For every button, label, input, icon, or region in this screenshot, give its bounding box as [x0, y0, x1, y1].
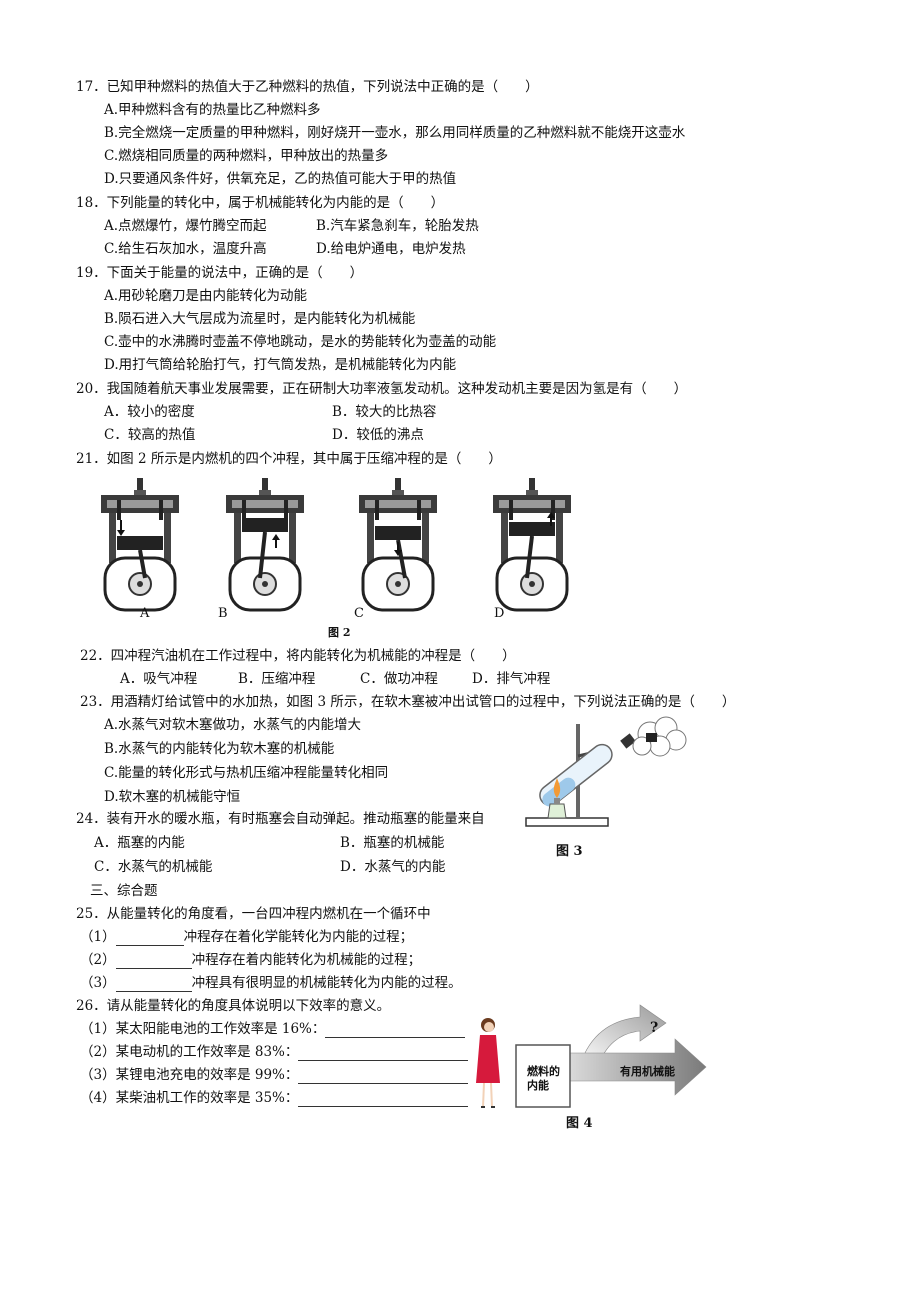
q18-option-d: D.给电炉通电，电炉发热	[316, 241, 466, 257]
q26-blank-3[interactable]	[298, 1069, 469, 1084]
q19-option-b: B.陨石进入大气层成为流星时，是内能转化为机械能	[104, 311, 416, 327]
q25-stem: 25．从能量转化的角度看，一台四冲程内燃机在一个循环中	[76, 906, 431, 922]
q22-option-a: A．吸气冲程	[120, 671, 198, 687]
q19-stem: 19．下面关于能量的说法中，正确的是（ ）	[76, 265, 364, 281]
q26-item-4: （4）某柴油机工作的效率是 35%：	[80, 1089, 469, 1107]
q18-option-b: B.汽车紧急刹车，轮胎发热	[316, 218, 479, 234]
q18-option-a: A.点燃爆竹，爆竹腾空而起	[104, 218, 267, 234]
q25-blank-2[interactable]	[115, 954, 192, 969]
section-3-heading: 三、综合题	[90, 883, 158, 899]
q17-option-d: D.只要通风条件好，供氧充足，乙的热值可能大于甲的热值	[104, 171, 457, 187]
q23-option-d: D.软木塞的机械能守恒	[104, 789, 241, 805]
q26-blank-4[interactable]	[298, 1092, 469, 1107]
q22-option-d: D．排气冲程	[472, 671, 551, 687]
engine-label-a: A	[140, 606, 150, 621]
girl-icon	[476, 1018, 500, 1108]
engine-b-icon	[224, 478, 306, 612]
q20-option-d: D．较低的沸点	[332, 427, 424, 443]
q19-option-a: A.用砂轮磨刀是由内能转化为动能	[104, 288, 308, 304]
q20-option-c: C．较高的热值	[104, 427, 196, 443]
q22-option-c: C．做功冲程	[360, 671, 438, 687]
engine-c-icon	[357, 478, 439, 612]
q20-option-a: A．较小的密度	[104, 404, 195, 420]
q17-stem: 17．已知甲种燃料的热值大于乙种燃料的热值，下列说法中正确的是（ ）	[76, 79, 539, 95]
q26-blank-2[interactable]	[298, 1046, 469, 1061]
q23-option-a: A.水蒸气对软木塞做功，水蒸气的内能增大	[104, 717, 362, 733]
q19-option-c: C.壶中的水沸腾时壶盖不停地跳动，是水的势能转化为壶盖的动能	[104, 334, 497, 350]
q24-option-a: A．瓶塞的内能	[94, 835, 185, 851]
q26-item-2: （2）某电动机的工作效率是 83%：	[80, 1043, 469, 1061]
q18-stem: 18．下列能量的转化中，属于机械能转化为内能的是（ ）	[76, 195, 445, 211]
q19-option-d: D.用打气筒给轮胎打气，打气筒发热，是机械能转化为内能	[104, 357, 457, 373]
q25-blank-3[interactable]	[115, 977, 192, 992]
q23-stem: 23．用酒精灯给试管中的水加热，如图 3 所示，在软木塞被冲出试管口的过程中，下…	[80, 694, 736, 710]
engine-a-icon	[99, 478, 181, 612]
engine-label-d: D	[494, 606, 505, 621]
q17-option-b: B.完全燃烧一定质量的甲种燃料，刚好烧开一壶水，那么用同样质量的乙种燃料就不能烧…	[104, 125, 686, 141]
q18-option-c: C.给生石灰加水，温度升高	[104, 241, 267, 257]
useful-energy-label: 有用机械能	[620, 1065, 675, 1078]
q24-option-d: D．水蒸气的内能	[340, 859, 446, 875]
q24-option-c: C．水蒸气的机械能	[94, 859, 213, 875]
q23-option-c: C.能量的转化形式与热机压缩冲程能量转化相同	[104, 765, 389, 781]
engine-label-b: B	[218, 606, 228, 621]
q26-item-3: （3）某锂电池充电的效率是 99%：	[80, 1066, 469, 1084]
q25-item-3: （3）冲程具有很明显的机械能转化为内能的过程。	[80, 975, 462, 992]
q26-item-1: （1）某太阳能电池的工作效率是 16%：	[80, 1020, 466, 1038]
q21-stem: 21．如图 2 所示是内燃机的四个冲程，其中属于压缩冲程的是（ ）	[76, 451, 502, 467]
engine-strokes-figure	[99, 478, 573, 612]
q25-blank-1[interactable]	[115, 931, 184, 946]
q24-stem: 24．装有开水的暖水瓶，有时瓶塞会自动弹起。推动瓶塞的能量来自	[76, 811, 485, 827]
q26-stem: 26．请从能量转化的角度具体说明以下效率的意义。	[76, 998, 391, 1014]
test-tube-figure	[525, 716, 687, 827]
figure-3-caption: 图 3	[556, 844, 583, 859]
q24-option-b: B．瓶塞的机械能	[340, 835, 445, 851]
energy-flow-figure	[476, 1004, 707, 1108]
q22-option-b: B．压缩冲程	[238, 671, 316, 687]
figure-4-caption: 图 4	[566, 1116, 593, 1131]
q25-item-1: （1）冲程存在着化学能转化为内能的过程；	[80, 929, 414, 946]
engine-d-icon	[491, 478, 573, 612]
q26-blank-1[interactable]	[325, 1023, 466, 1038]
q17-option-c: C.燃烧相同质量的两种燃料，甲种放出的热量多	[104, 148, 389, 164]
q22-stem: 22．四冲程汽油机在工作过程中，将内能转化为机械能的冲程是（ ）	[80, 648, 516, 664]
q20-stem: 20．我国随着航天事业发展需要，正在研制大功率液氢发动机。这种发动机主要是因为氢…	[76, 381, 688, 397]
q20-option-b: B．较大的比热容	[332, 404, 437, 420]
question-mark-label: ?	[650, 1020, 659, 1036]
figure-2-caption: 图 2	[328, 626, 351, 639]
q25-item-2: （2）冲程存在着内能转化为机械能的过程；	[80, 952, 422, 969]
engine-label-c: C	[354, 606, 364, 621]
q17-option-a: A.甲种燃料含有的热量比乙种燃料多	[104, 102, 321, 118]
fuel-label-line1: 燃料的	[527, 1065, 560, 1078]
q23-option-b: B.水蒸气的内能转化为软木塞的机械能	[104, 741, 335, 757]
fuel-label-line2: 内能	[527, 1079, 549, 1092]
